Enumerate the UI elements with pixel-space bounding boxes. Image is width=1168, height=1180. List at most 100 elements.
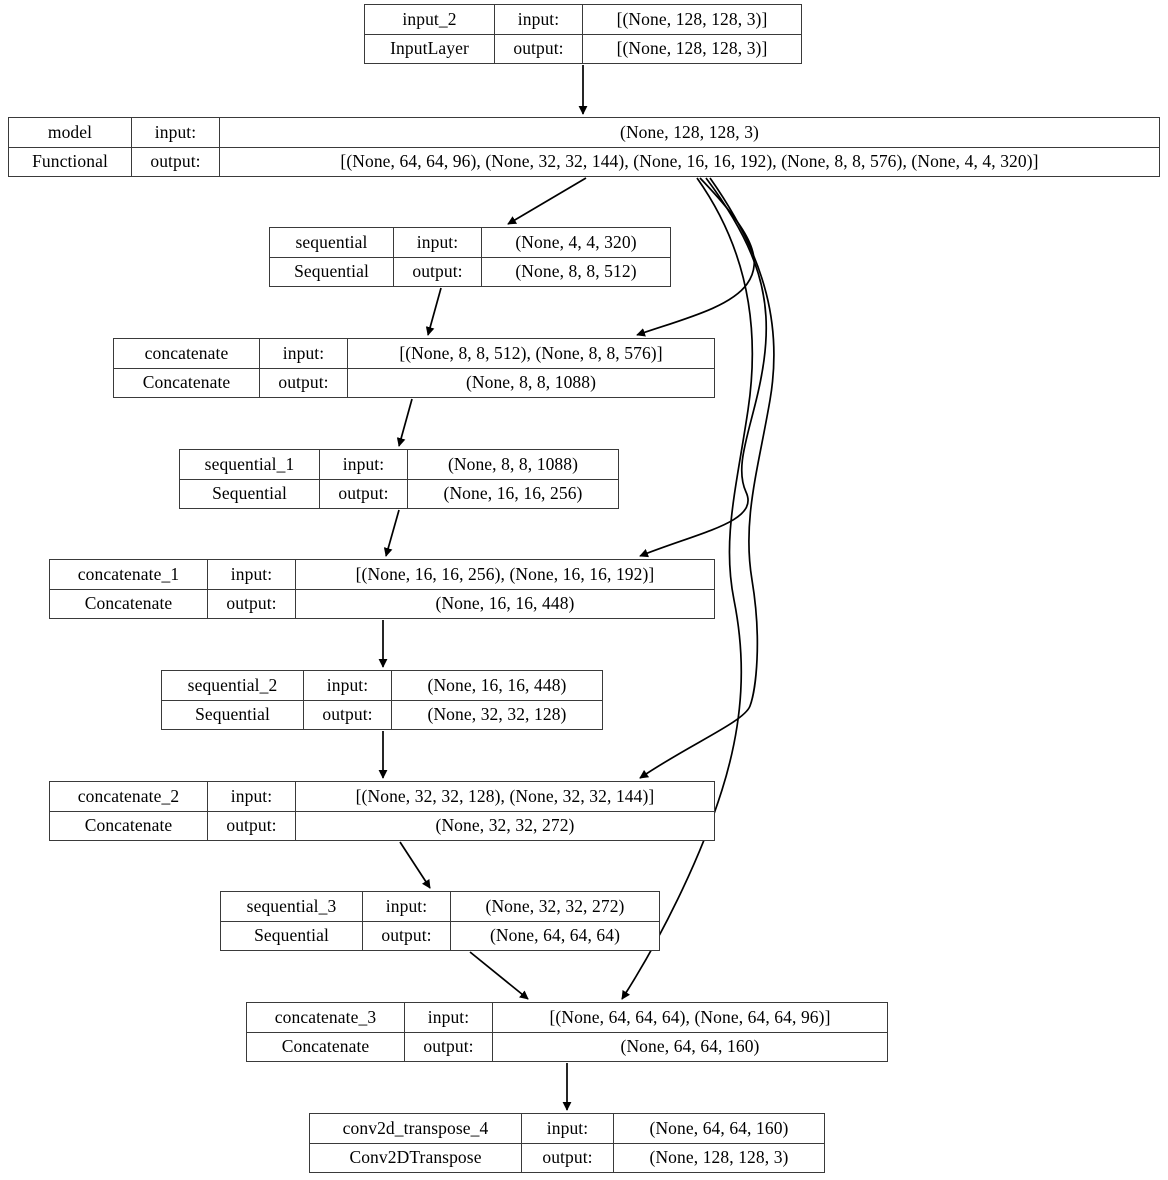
- edge-sequential_3-to-concatenate_3: [469, 951, 529, 1000]
- node-conv2d_transpose_4[interactable]: conv2d_transpose_4 input: (None, 64, 64,…: [309, 1113, 825, 1173]
- node-row-input: model input: (None, 128, 128, 3): [9, 118, 1159, 148]
- node-input-label: input:: [363, 892, 451, 921]
- node-output-label: output:: [394, 257, 482, 286]
- node-type-label: Concatenate: [114, 368, 260, 397]
- edge-concatenate_2-to-sequential_3: [399, 841, 431, 889]
- node-row-output: Sequential output: (None, 32, 32, 128): [162, 700, 602, 729]
- node-row-output: Concatenate output: (None, 32, 32, 272): [50, 811, 714, 840]
- node-input-shape: (None, 32, 32, 272): [485, 895, 625, 916]
- edge-model-to-sequential: [507, 177, 587, 225]
- node-output-shape: (None, 8, 8, 1088): [465, 372, 597, 392]
- node-input-label: input:: [208, 782, 296, 811]
- node-output-label: output:: [260, 368, 348, 397]
- node-output-shape: [(None, 64, 64, 96), (None, 32, 32, 144)…: [340, 151, 1039, 171]
- node-input-shape: [(None, 64, 64, 64), (None, 64, 64, 96)]: [549, 1006, 831, 1027]
- node-input-label: input:: [208, 560, 296, 589]
- edge-sequential_1-to-concatenate_1: [383, 509, 400, 557]
- node-model[interactable]: model input: (None, 128, 128, 3) Functio…: [8, 117, 1160, 177]
- node-output-shape: (None, 128, 128, 3): [649, 1147, 789, 1167]
- node-type-label: Sequential: [270, 257, 394, 286]
- edge-sequential-to-concatenate: [425, 287, 442, 336]
- node-row-input: conv2d_transpose_4 input: (None, 64, 64,…: [310, 1114, 824, 1144]
- node-row-input: concatenate_2 input: [(None, 32, 32, 128…: [50, 782, 714, 812]
- node-output-label: output:: [320, 479, 408, 508]
- node-name-label: sequential_2: [162, 671, 304, 700]
- node-row-input: sequential_3 input: (None, 32, 32, 272): [221, 892, 659, 922]
- node-row-output: Concatenate output: (None, 16, 16, 448): [50, 589, 714, 618]
- node-row-input: concatenate input: [(None, 8, 8, 512), (…: [114, 339, 714, 369]
- node-input-shape: (None, 8, 8, 1088): [447, 453, 579, 474]
- node-name-label: concatenate_3: [247, 1003, 405, 1032]
- node-name-label: sequential_3: [221, 892, 363, 921]
- node-sequential_3[interactable]: sequential_3 input: (None, 32, 32, 272) …: [220, 891, 660, 951]
- node-row-input: sequential_2 input: (None, 16, 16, 448): [162, 671, 602, 701]
- node-input-label: input:: [260, 339, 348, 368]
- node-input-shape: (None, 4, 4, 320): [515, 231, 637, 252]
- node-output-shape: (None, 16, 16, 448): [435, 593, 575, 613]
- node-type-label: Concatenate: [247, 1032, 405, 1061]
- edge-concatenate-to-sequential_1: [396, 398, 413, 447]
- node-row-output: Conv2DTranspose output: (None, 128, 128,…: [310, 1143, 824, 1172]
- node-output-label: output:: [522, 1143, 614, 1172]
- node-input-label: input:: [405, 1003, 493, 1032]
- node-input-label: input:: [132, 118, 220, 147]
- node-row-output: Concatenate output: (None, 64, 64, 160): [247, 1032, 887, 1061]
- node-input-label: input:: [522, 1114, 614, 1143]
- node-input-shape: [(None, 8, 8, 512), (None, 8, 8, 576)]: [399, 342, 663, 363]
- node-concatenate_2[interactable]: concatenate_2 input: [(None, 32, 32, 128…: [49, 781, 715, 841]
- node-output-shape: (None, 32, 32, 128): [427, 704, 567, 724]
- node-input-shape: (None, 16, 16, 448): [427, 674, 567, 695]
- node-name-label: input_2: [365, 5, 495, 34]
- node-type-label: Sequential: [221, 921, 363, 950]
- node-row-output: Concatenate output: (None, 8, 8, 1088): [114, 368, 714, 397]
- node-type-label: InputLayer: [365, 34, 495, 63]
- node-input-shape: (None, 64, 64, 160): [649, 1117, 789, 1138]
- node-sequential[interactable]: sequential input: (None, 4, 4, 320) Sequ…: [269, 227, 671, 287]
- node-input-shape: (None, 128, 128, 3): [620, 121, 759, 142]
- node-type-label: Concatenate: [50, 589, 208, 618]
- node-input-label: input:: [495, 5, 583, 34]
- node-output-shape: [(None, 128, 128, 3)]: [616, 38, 768, 58]
- node-row-output: Sequential output: (None, 8, 8, 512): [270, 257, 670, 286]
- node-name-label: model: [9, 118, 132, 147]
- node-output-label: output:: [495, 34, 583, 63]
- node-concatenate_1[interactable]: concatenate_1 input: [(None, 16, 16, 256…: [49, 559, 715, 619]
- node-name-label: concatenate_1: [50, 560, 208, 589]
- node-row-input: concatenate_1 input: [(None, 16, 16, 256…: [50, 560, 714, 590]
- node-concatenate[interactable]: concatenate input: [(None, 8, 8, 512), (…: [113, 338, 715, 398]
- node-name-label: concatenate: [114, 339, 260, 368]
- node-output-shape: (None, 8, 8, 512): [515, 261, 637, 281]
- node-name-label: sequential: [270, 228, 394, 257]
- node-input-label: input:: [304, 671, 392, 700]
- node-output-label: output:: [405, 1032, 493, 1061]
- node-input-label: input:: [320, 450, 408, 479]
- node-output-label: output:: [304, 700, 392, 729]
- node-row-input: sequential_1 input: (None, 8, 8, 1088): [180, 450, 618, 480]
- node-type-label: Conv2DTranspose: [310, 1143, 522, 1172]
- node-output-shape: (None, 64, 64, 64): [489, 925, 621, 945]
- node-row-output: InputLayer output: [(None, 128, 128, 3)]: [365, 34, 801, 63]
- node-name-label: sequential_1: [180, 450, 320, 479]
- node-name-label: conv2d_transpose_4: [310, 1114, 522, 1143]
- node-row-output: Sequential output: (None, 16, 16, 256): [180, 479, 618, 508]
- node-sequential_2[interactable]: sequential_2 input: (None, 16, 16, 448) …: [161, 670, 603, 730]
- node-input-shape: [(None, 128, 128, 3)]: [616, 8, 768, 29]
- node-row-input: sequential input: (None, 4, 4, 320): [270, 228, 670, 258]
- node-output-shape: (None, 16, 16, 256): [443, 483, 583, 503]
- node-input-shape: [(None, 16, 16, 256), (None, 16, 16, 192…: [355, 563, 655, 584]
- node-input-shape: [(None, 32, 32, 128), (None, 32, 32, 144…: [355, 785, 655, 806]
- node-output-label: output:: [363, 921, 451, 950]
- node-output-shape: (None, 32, 32, 272): [435, 815, 575, 835]
- node-sequential_1[interactable]: sequential_1 input: (None, 8, 8, 1088) S…: [179, 449, 619, 509]
- node-type-label: Sequential: [180, 479, 320, 508]
- node-output-label: output:: [208, 589, 296, 618]
- node-output-shape: (None, 64, 64, 160): [620, 1036, 760, 1056]
- node-type-label: Sequential: [162, 700, 304, 729]
- node-row-output: Sequential output: (None, 64, 64, 64): [221, 921, 659, 950]
- node-concatenate_3[interactable]: concatenate_3 input: [(None, 64, 64, 64)…: [246, 1002, 888, 1062]
- node-input_2[interactable]: input_2 input: [(None, 128, 128, 3)] Inp…: [364, 4, 802, 64]
- node-name-label: concatenate_2: [50, 782, 208, 811]
- node-row-input: input_2 input: [(None, 128, 128, 3)]: [365, 5, 801, 35]
- node-row-input: concatenate_3 input: [(None, 64, 64, 64)…: [247, 1003, 887, 1033]
